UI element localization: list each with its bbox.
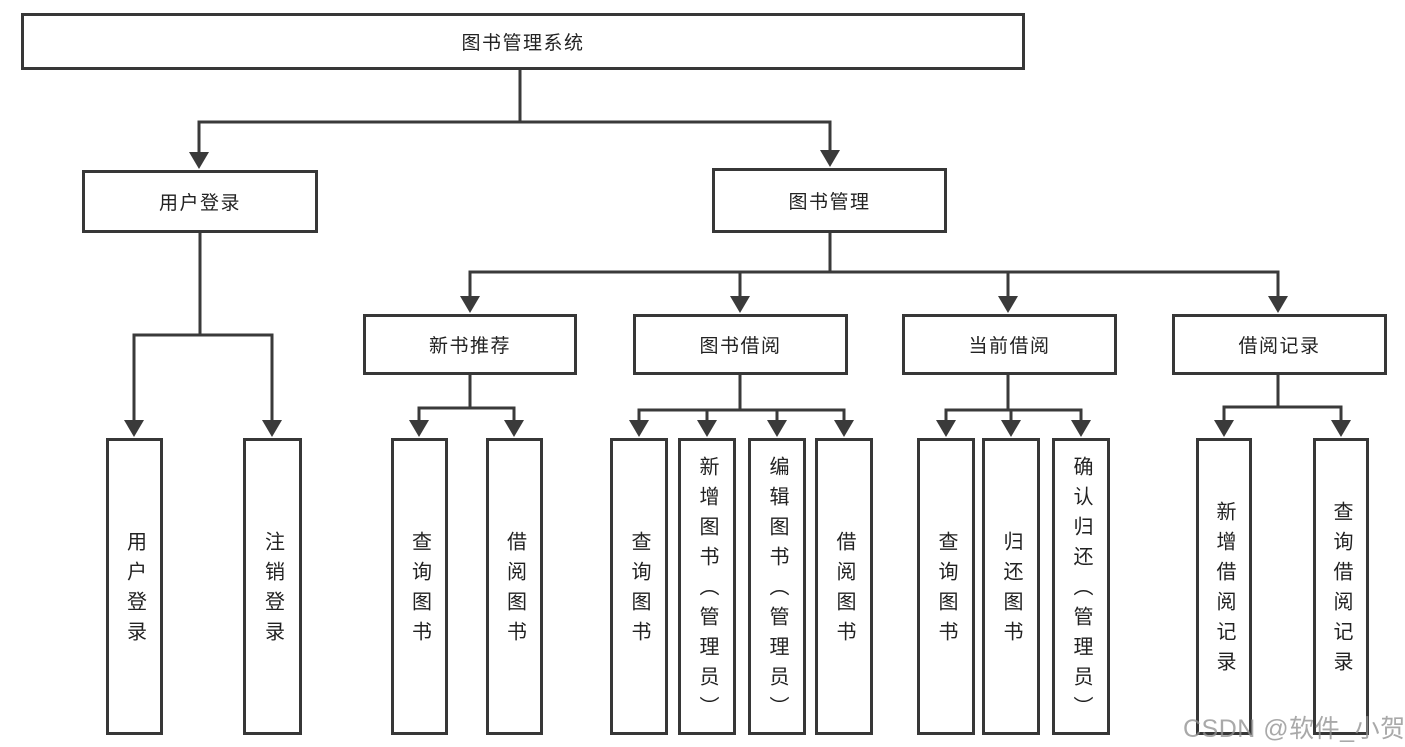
arrowhead-leaf xyxy=(834,420,854,437)
connector-book-borrow-to-leaves xyxy=(629,373,854,437)
leaf-edit-book-admin: 编辑图书（管理员） xyxy=(748,438,806,735)
arrowhead-book-borrow xyxy=(730,296,750,313)
leaf-user-login: 用户登录 xyxy=(106,438,163,735)
arrowhead-leaf xyxy=(124,420,144,437)
leaf-query-books-current: 查询图书 xyxy=(917,438,975,735)
node-user-login: 用户登录 xyxy=(82,170,318,233)
connector-book-management-to-level3 xyxy=(460,231,1288,313)
arrowhead-new-book-recommend xyxy=(460,296,480,313)
node-current-borrow: 当前借阅 xyxy=(902,314,1117,375)
leaf-borrow-books: 借阅图书 xyxy=(815,438,873,735)
connector-root-to-level2 xyxy=(189,68,840,169)
arrowhead-user-login xyxy=(189,152,209,169)
leaf-query-borrow-record: 查询借阅记录 xyxy=(1313,438,1369,735)
connector-user-login-to-leaves xyxy=(124,231,282,437)
leaf-borrow-books-recommend: 借阅图书 xyxy=(486,438,543,735)
arrowhead-leaf xyxy=(504,420,524,437)
leaf-return-book: 归还图书 xyxy=(982,438,1040,735)
arrowhead-leaf xyxy=(1331,420,1351,437)
node-book-borrow: 图书借阅 xyxy=(633,314,848,375)
arrowhead-book-management xyxy=(820,150,840,167)
connector-current-borrow-to-leaves xyxy=(936,373,1091,437)
arrowhead-leaf xyxy=(1071,420,1091,437)
arrowhead-leaf xyxy=(629,420,649,437)
connector-new-book-recommend-to-leaves xyxy=(409,373,524,437)
leaf-query-books-borrow: 查询图书 xyxy=(610,438,668,735)
arrowhead-borrow-records xyxy=(1268,296,1288,313)
connector-borrow-records-to-leaves xyxy=(1214,373,1351,437)
arrowhead-leaf xyxy=(1001,420,1021,437)
leaf-query-books-recommend: 查询图书 xyxy=(391,438,448,735)
node-new-book-recommend: 新书推荐 xyxy=(363,314,577,375)
arrowhead-current-borrow xyxy=(998,296,1018,313)
arrowhead-leaf xyxy=(767,420,787,437)
leaf-add-borrow-record: 新增借阅记录 xyxy=(1196,438,1252,735)
arrowhead-leaf xyxy=(409,420,429,437)
arrowhead-leaf xyxy=(1214,420,1234,437)
arrowhead-leaf xyxy=(697,420,717,437)
leaf-confirm-return-admin: 确认归还（管理员） xyxy=(1052,438,1110,735)
node-library-management-system: 图书管理系统 xyxy=(21,13,1025,70)
node-book-management: 图书管理 xyxy=(712,168,947,233)
node-borrow-records: 借阅记录 xyxy=(1172,314,1387,375)
leaf-logout: 注销登录 xyxy=(243,438,302,735)
arrowhead-leaf xyxy=(936,420,956,437)
leaf-add-book-admin: 新增图书（管理员） xyxy=(678,438,736,735)
csdn-watermark: CSDN @软件_小贺同学 xyxy=(1183,715,1405,743)
arrowhead-leaf xyxy=(262,420,282,437)
